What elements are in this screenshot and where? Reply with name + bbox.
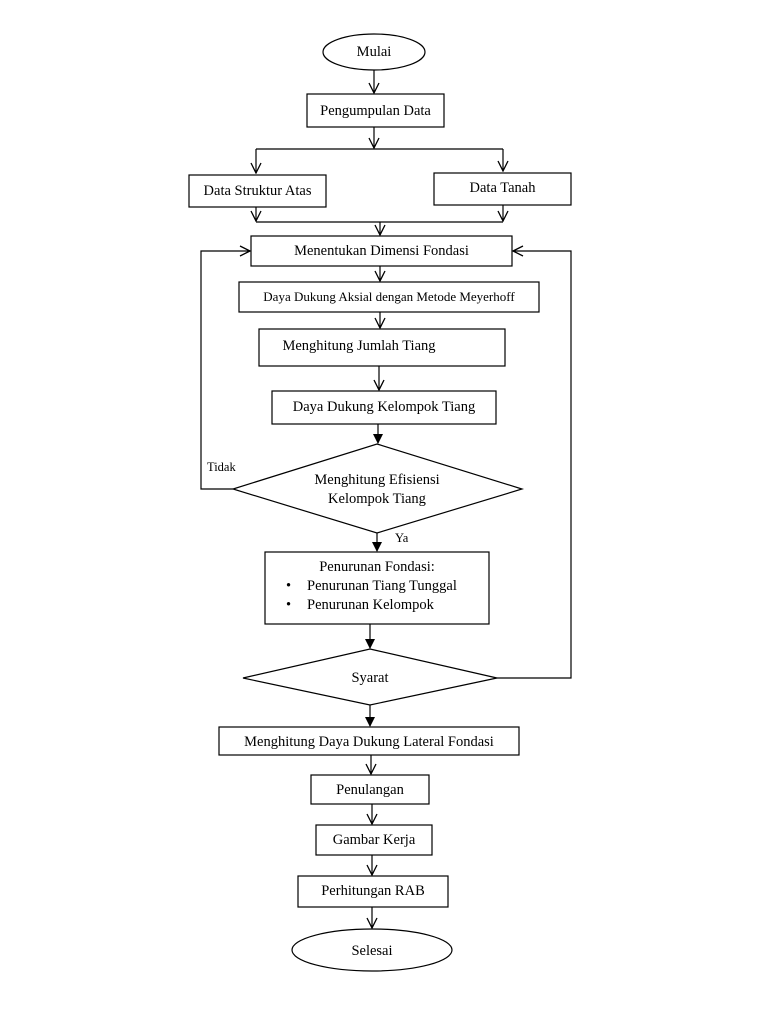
upper-structure-box (188, 174, 327, 208)
settlement-item-single: Penurunan Tiang Tunggal (283, 577, 457, 596)
end-terminal (291, 928, 453, 972)
determine-dimension-box (250, 235, 513, 267)
settlement-list: Penurunan Tiang Tunggal Penurunan Kelomp… (283, 577, 457, 615)
settlement-item-group: Penurunan Kelompok (283, 596, 457, 615)
group-capacity-box (271, 390, 497, 425)
rab-box (297, 875, 449, 908)
soil-data-box (433, 172, 572, 206)
reinforcement-box (310, 774, 430, 805)
connector-efficiency-no-loop (200, 251, 250, 490)
no-label: Tidak (207, 460, 236, 474)
efficiency-decision-diamond (230, 443, 525, 534)
pile-count-box (258, 328, 506, 367)
axial-capacity-box (238, 281, 540, 313)
requirement-decision-diamond (242, 648, 498, 706)
lateral-capacity-box (218, 726, 520, 756)
start-terminal (322, 33, 426, 71)
settlement-box (264, 551, 490, 625)
yes-label: Ya (395, 531, 409, 545)
working-drawing-box (315, 824, 433, 856)
collect-data-box (306, 93, 445, 128)
connector-requirement-loop (497, 251, 572, 679)
